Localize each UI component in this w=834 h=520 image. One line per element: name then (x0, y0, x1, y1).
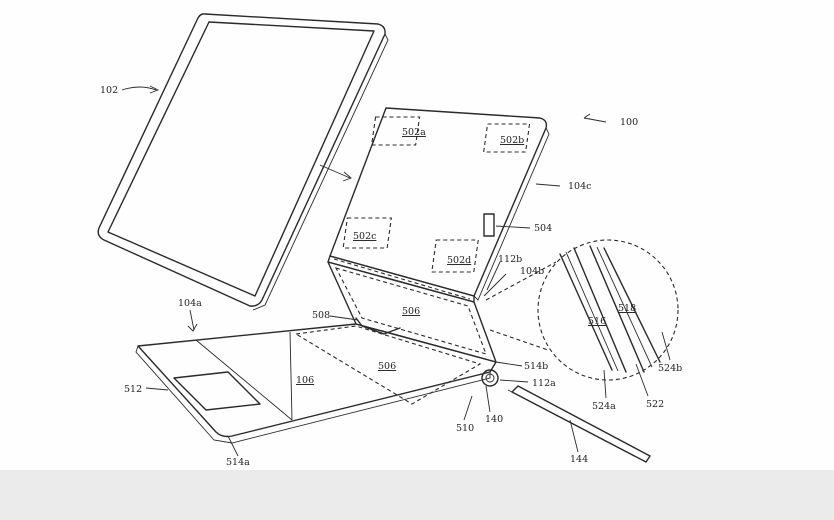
label-100: 100 (620, 117, 638, 128)
region-502d (431, 239, 479, 273)
label-512: 512 (124, 384, 142, 395)
label-524b: 524b (658, 363, 682, 374)
label-516: 516 (588, 316, 606, 327)
keyboard-base (135, 323, 497, 444)
label-514a: 514a (226, 457, 250, 468)
label-140: 140 (485, 414, 503, 425)
label-514b: 514b (524, 361, 548, 372)
label-104a: 104a (178, 298, 202, 309)
stylus (507, 385, 651, 463)
trackpad (173, 371, 261, 411)
label-508: 508 (312, 310, 330, 321)
arrow-tablet-cover (319, 164, 351, 179)
label-502a: 502a (402, 127, 426, 138)
region-502a (370, 116, 421, 146)
bottom-band (0, 470, 834, 520)
zoom-connector-bottom (489, 329, 549, 351)
label-112b: 112b (498, 254, 522, 265)
label-144: 144 (570, 454, 588, 465)
label-510: 510 (456, 423, 474, 434)
label-502b: 502b (500, 135, 524, 146)
label-506-lower: 506 (378, 361, 396, 372)
tablet-device (97, 13, 389, 311)
leader-102 (121, 86, 157, 91)
label-102: 102 (100, 85, 118, 96)
label-518: 518 (618, 303, 636, 314)
label-522: 522 (646, 399, 664, 410)
arrow-102 (149, 85, 160, 94)
label-104c: 104c (568, 181, 591, 192)
label-112a: 112a (532, 378, 556, 389)
zoom-layers (559, 245, 661, 373)
hinge-cylinder (481, 369, 499, 387)
label-524a: 524a (592, 401, 616, 412)
region-502b (483, 123, 531, 153)
label-502c: 502c (353, 231, 376, 242)
region-502c (342, 217, 392, 249)
zoom-detail-circle (537, 239, 679, 381)
hinge-roll (355, 317, 401, 335)
component-504 (483, 213, 495, 237)
label-104b: 104b (520, 266, 544, 277)
label-502d: 502d (447, 255, 471, 266)
back-cover-panel (329, 107, 550, 301)
label-106: 106 (296, 375, 314, 386)
zoom-connector-top (485, 261, 557, 301)
label-506-upper: 506 (402, 306, 420, 317)
label-504: 504 (534, 223, 552, 234)
